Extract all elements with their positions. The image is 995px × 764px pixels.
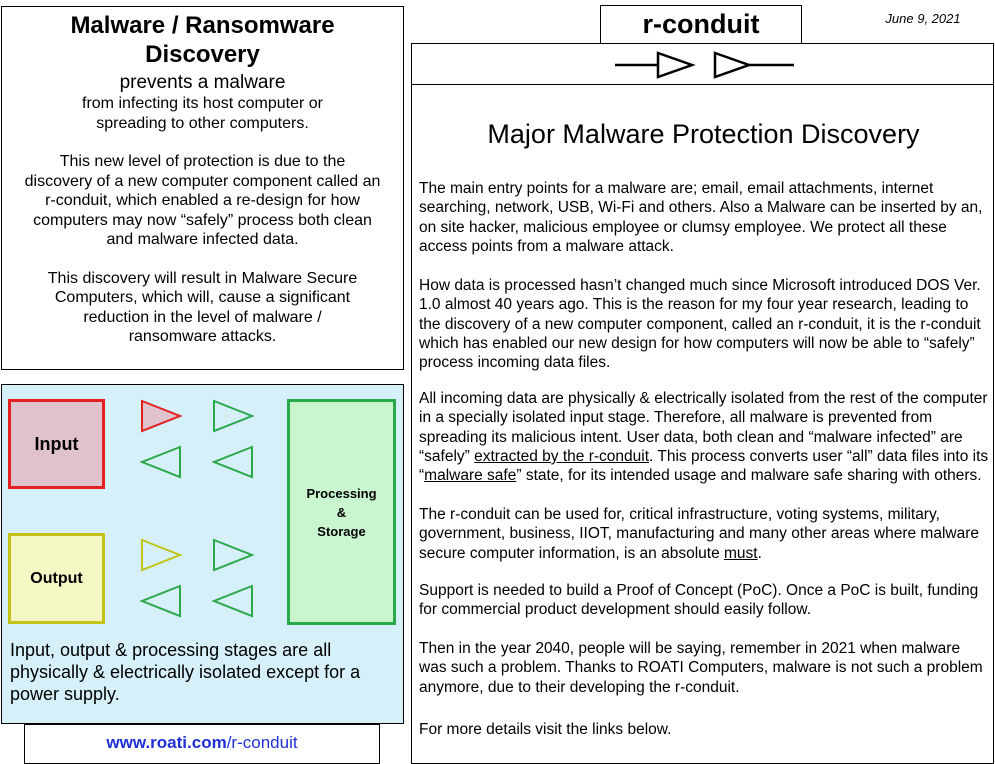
- output-reverse-triangle-2: [211, 584, 253, 618]
- article-panel: Major Malware Protection Discovery The m…: [411, 84, 994, 764]
- intro-subtitle: prevents a malware: [119, 72, 286, 93]
- r-conduit-symbol: [615, 51, 794, 79]
- input-reverse-triangle-2: [211, 445, 253, 479]
- symbol-triangle-1: [656, 51, 696, 79]
- article-paragraph-3: All incoming data are physically & elect…: [419, 389, 989, 485]
- article-paragraph-2: How data is processed hasn’t changed muc…: [419, 277, 981, 372]
- intro-paragraph-2: This new level of protection is due to t…: [24, 153, 381, 248]
- symbol-triangle-2: [713, 51, 753, 79]
- article-paragraph-3-part-b: . This process converts user “all” data …: [419, 447, 989, 485]
- input-stage: Input: [8, 399, 105, 489]
- output-stage: Output: [8, 533, 105, 624]
- website-link-path[interactable]: /r-conduit: [226, 733, 298, 752]
- article-paragraph-4: The r-conduit can be used for, critical …: [419, 505, 989, 563]
- output-forward-triangle-1: [141, 538, 183, 572]
- date-label: June 9, 2021: [885, 11, 961, 26]
- article-title: Major Malware Protection Discovery: [487, 119, 920, 149]
- article-paragraph-3-underline-1: extracted by the r-conduit: [474, 447, 650, 465]
- processing-stage: Processing & Storage: [287, 399, 396, 625]
- processing-label-line3: Storage: [317, 523, 366, 539]
- intro-paragraph-3: This discovery will result in Malware Se…: [47, 269, 358, 346]
- website-link-box: www.roati.com/r-conduit: [24, 724, 380, 764]
- header-title-box: r-conduit: [600, 5, 802, 44]
- article-paragraph-1: The main entry points for a malware are;…: [419, 180, 983, 255]
- input-reverse-triangle-1: [139, 445, 181, 479]
- r-conduit-triangles: [139, 399, 255, 618]
- article-paragraph-3-part-c: ” state, for its intended usage and malw…: [516, 467, 982, 485]
- input-stage-label: Input: [34, 433, 79, 454]
- article-paragraph-6: Then in the year 2040, people will be sa…: [419, 640, 983, 696]
- isolation-diagram: Input Output Processing & Storage Input,…: [1, 384, 404, 724]
- article-paragraph-4-underline: must: [724, 544, 758, 562]
- processing-label-line2: &: [336, 504, 347, 520]
- intro-title-line1: Malware / Ransomware: [70, 12, 335, 39]
- article-paragraph-7: For more details visit the links below.: [419, 721, 672, 738]
- intro-title: Malware / Ransomware Discovery: [2, 11, 403, 69]
- intro-panel: Malware / Ransomware Discovery prevents …: [1, 6, 404, 370]
- article-paragraph-4-part-a: The r-conduit can be used for, critical …: [419, 506, 979, 562]
- output-reverse-triangle-1: [139, 584, 181, 618]
- article-paragraph-3-underline-2: malware safe: [424, 467, 517, 485]
- article-paragraph-3-part-a: All incoming data are physically & elect…: [419, 390, 988, 465]
- r-conduit-symbol-bar: [411, 43, 994, 85]
- header-title: r-conduit: [642, 9, 760, 39]
- processing-label-line1: Processing: [306, 485, 377, 501]
- input-forward-triangle-2: [213, 399, 255, 433]
- output-stage-label: Output: [30, 569, 83, 587]
- article-paragraph-4-part-b: .: [757, 544, 762, 562]
- input-forward-triangle-1: [141, 399, 183, 433]
- diagram-caption: Input, output & processing stages are al…: [10, 640, 361, 704]
- intro-paragraph-1: from infecting its host computer or spre…: [82, 95, 323, 132]
- output-forward-triangle-2: [213, 538, 255, 572]
- website-link-domain[interactable]: www.roati.com: [106, 733, 227, 752]
- article-paragraph-5: Support is needed to build a Proof of Co…: [419, 582, 979, 619]
- intro-title-line2: Discovery: [145, 41, 260, 68]
